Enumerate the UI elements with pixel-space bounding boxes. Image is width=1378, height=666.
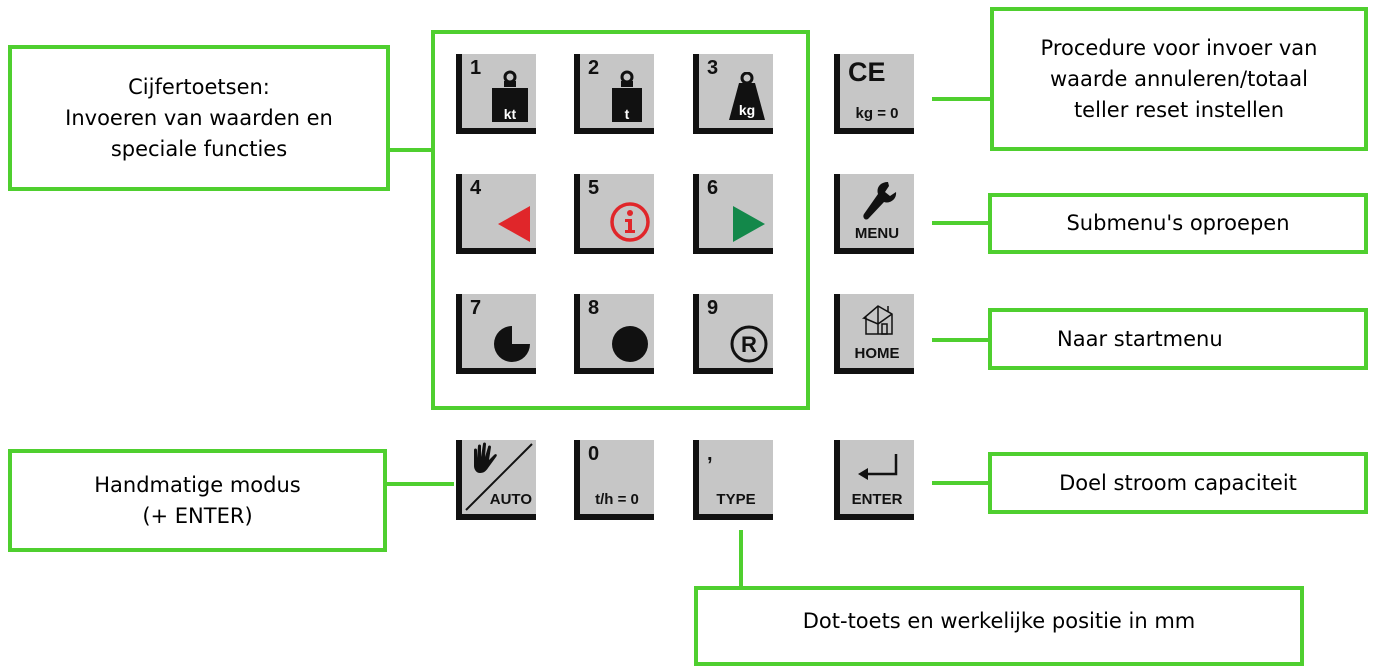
key-6[interactable]: 6 — [693, 174, 773, 254]
key-home[interactable]: HOME — [834, 294, 914, 374]
key-2-weight: t — [624, 106, 630, 122]
weight-kg-icon — [729, 72, 765, 120]
callout-doel-text: Doel stroom capaciteit — [1059, 470, 1297, 495]
key-7[interactable]: 7 — [456, 294, 536, 374]
key-1[interactable]: 1 kt — [456, 54, 536, 134]
registered-r-icon — [730, 325, 768, 363]
callout-handmatig-line2: (+ ENTER) — [142, 503, 253, 528]
key-8[interactable]: 8 — [574, 294, 654, 374]
callout-cijfertoetsen-line2: Invoeren van waarden en — [65, 105, 333, 130]
arrow-right-icon — [733, 206, 765, 242]
hand-icon — [474, 442, 497, 473]
callout-cijfertoetsen-line1: Cijfertoetsen: — [128, 74, 270, 99]
callout-submenu: Submenu's oproepen — [988, 193, 1368, 254]
info-icon — [610, 202, 650, 242]
key-type[interactable]: , TYPE — [693, 440, 773, 520]
callout-procedure-line3: teller reset instellen — [1073, 97, 1285, 122]
callout-procedure-line1: Procedure voor invoer van — [1040, 35, 1318, 60]
key-3[interactable]: 3 kg — [693, 54, 773, 134]
key-enter[interactable]: ENTER — [834, 440, 914, 520]
callout-cijfertoetsen-line3: speciale functies — [110, 136, 288, 161]
key-4[interactable]: 4 — [456, 174, 536, 254]
diagonal-divider-icon — [465, 443, 533, 511]
callout-handmatig-line1: Handmatige modus — [94, 472, 301, 497]
arrow-left-icon — [498, 206, 530, 242]
key-3-label: 3 — [707, 57, 719, 79]
key-auto[interactable]: AUTO — [456, 440, 536, 520]
key-1-weight: kt — [503, 106, 517, 122]
callout-dot: Dot-toets en werkelijke positie in mm — [694, 586, 1304, 666]
key-2[interactable]: 2 t — [574, 54, 654, 134]
key-0-label: 0 — [588, 443, 600, 465]
connector-submenu — [932, 221, 992, 225]
key-type-label: , — [707, 443, 713, 465]
key-5[interactable]: 5 — [574, 174, 654, 254]
key-menu[interactable]: MENU — [834, 174, 914, 254]
key-auto-sub: AUTO — [489, 491, 532, 508]
connector-handmatig — [384, 482, 454, 486]
callout-dot-text: Dot-toets en werkelijke positie in mm — [802, 609, 1196, 633]
callout-procedure-line2: waarde annuleren/totaal — [1049, 66, 1308, 91]
key-6-label: 6 — [707, 177, 719, 199]
callout-handmatig: Handmatige modus (+ ENTER) — [8, 449, 387, 552]
connector-startmenu — [932, 338, 992, 342]
key-type-sub: TYPE — [716, 491, 756, 508]
key-7-label: 7 — [470, 297, 482, 319]
key-menu-sub: MENU — [854, 225, 900, 242]
callout-startmenu-text: Naar startmenu — [1057, 326, 1223, 351]
weight-kt-icon — [492, 70, 528, 122]
key-9-label: 9 — [707, 297, 719, 319]
key-4-label: 4 — [470, 177, 482, 199]
numeric-keypad-frame — [431, 30, 810, 410]
wrench-icon — [863, 182, 897, 220]
callout-cijfertoetsen: Cijfertoetsen: Invoeren van waarden en s… — [8, 45, 390, 191]
key-3-weight: kg — [738, 102, 756, 118]
key-ce-sub: kg = 0 — [855, 105, 899, 122]
enter-return-icon — [858, 454, 898, 480]
key-2-label: 2 — [588, 57, 600, 79]
key-enter-sub: ENTER — [851, 491, 903, 508]
key-5-label: 5 — [588, 177, 600, 199]
key-9[interactable]: 9 R — [693, 294, 773, 374]
callout-submenu-text: Submenu's oproepen — [1066, 211, 1290, 235]
key-0-sub: t/h = 0 — [595, 491, 639, 508]
key-ce[interactable]: CE kg = 0 — [834, 54, 914, 134]
full-circle-icon — [612, 326, 648, 362]
callout-procedure: Procedure voor invoer van waarde annuler… — [990, 7, 1368, 151]
connector-dot-vertical — [739, 530, 743, 590]
callout-doel: Doel stroom capaciteit — [988, 452, 1368, 514]
three-quarter-circle-icon — [494, 326, 530, 362]
key-1-label: 1 — [470, 57, 482, 79]
connector-procedure — [932, 97, 994, 101]
key-0[interactable]: 0 t/h = 0 — [574, 440, 654, 520]
callout-startmenu: Naar startmenu — [988, 308, 1368, 370]
connector-cijfertoetsen — [387, 148, 433, 152]
key-ce-label: CE — [848, 57, 886, 87]
connector-doel — [932, 481, 992, 485]
key-9-symbol: R — [741, 332, 757, 357]
weight-t-icon — [612, 70, 642, 122]
key-8-label: 8 — [588, 297, 600, 319]
house-icon — [861, 305, 893, 335]
key-home-sub: HOME — [854, 345, 900, 362]
